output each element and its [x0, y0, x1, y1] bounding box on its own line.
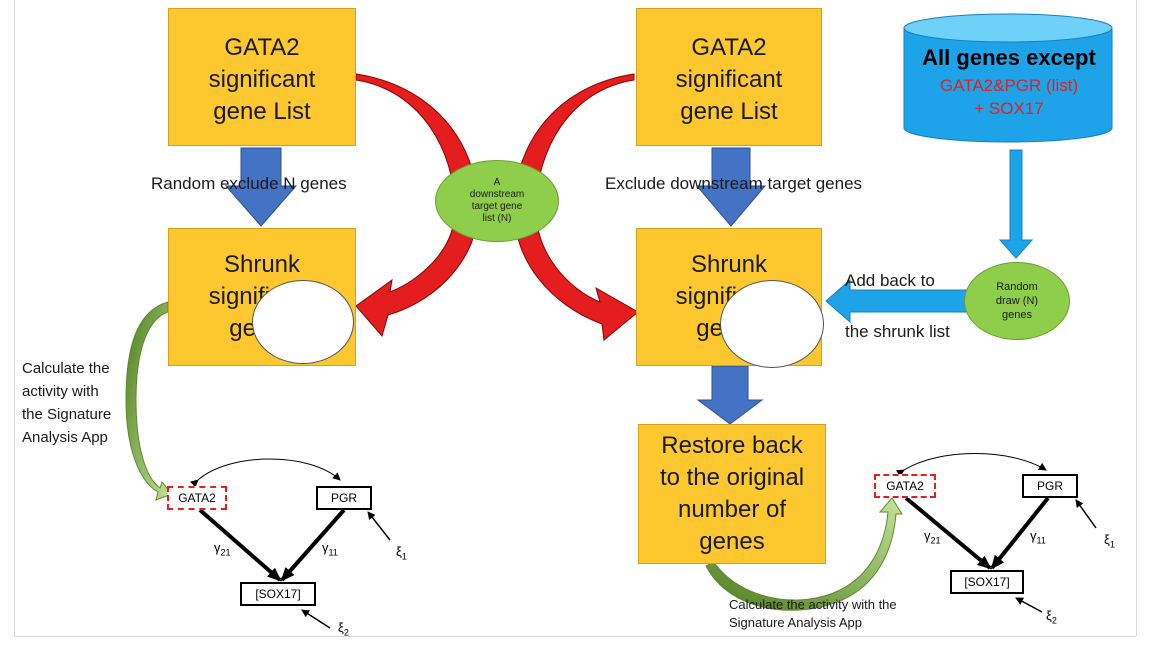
left-gamma11: γ11 [322, 540, 338, 558]
left-top-box: GATA2 significant gene List [168, 8, 356, 146]
left-step-label: Random exclude N genes [151, 174, 347, 193]
left-node-sox17: [SOX17] [240, 582, 316, 606]
database-cylinder [903, 13, 1113, 143]
frame-left-line [14, 0, 15, 636]
right-xi2: ξ2 [1046, 608, 1057, 626]
right-model-gata2-arrow [904, 496, 992, 570]
frame-bottom-line [14, 636, 1136, 637]
right-gamma21: γ21 [924, 528, 941, 546]
left-calc-note: Calculate the activity with the Signatur… [22, 360, 112, 446]
restore-box: Restore back to the original number of g… [638, 424, 826, 564]
right-model-xi1-arrow [1075, 499, 1097, 529]
left-xi1: ξ1 [396, 544, 407, 562]
right-xi1: ξ1 [1104, 532, 1115, 550]
light-blue-arrow-left [825, 278, 967, 324]
right-step-label: Exclude downstream target genes [605, 174, 863, 193]
add-back-top-label: Add back to [845, 271, 935, 290]
green-arrow-right [705, 497, 903, 611]
red-arrow-right [513, 73, 639, 341]
right-node-pgr: PGR [1022, 474, 1078, 498]
database-line2: + SOX17 [974, 99, 1044, 118]
right-top-box: GATA2 significant gene List [636, 8, 822, 146]
right-shrunk-hole [720, 280, 824, 368]
left-node-gata2: GATA2 [167, 486, 227, 510]
red-arrow-left [355, 73, 479, 338]
left-model-xi2-arrow [301, 609, 331, 629]
right-calc-note: Calculate the activity with the Signatur… [729, 597, 897, 630]
downstream-target-ellipse: A downstream target gene list (N) [435, 160, 559, 242]
random-draw-ellipse: Random draw (N) genes [964, 262, 1070, 340]
light-blue-arrow-down [998, 149, 1034, 259]
left-node-pgr: PGR [316, 486, 372, 510]
database-label: All genes except GATA2&PGR (list) + SOX1… [905, 42, 1113, 120]
left-shrunk-hole [252, 280, 354, 364]
green-arrow-left [125, 301, 173, 501]
left-gamma21: γ21 [214, 540, 231, 558]
frame-right-line [1136, 0, 1137, 636]
left-model-xi1-arrow [367, 511, 391, 541]
right-node-sox17: [SOX17] [950, 570, 1024, 594]
database-line1: GATA2&PGR (list) [939, 76, 1079, 95]
left-model-gata2-arrow [198, 508, 282, 582]
blue-arrow-restore [696, 365, 764, 425]
right-gamma11: γ11 [1030, 528, 1046, 546]
right-model-pgr-arrow [990, 496, 1050, 570]
right-node-gata2: GATA2 [874, 474, 936, 498]
right-model-xi2-arrow [1015, 597, 1043, 613]
left-model-curve-arrow [190, 458, 341, 488]
left-model-pgr-arrow [280, 508, 346, 582]
add-back-bottom-label: the shrunk list [845, 322, 950, 341]
left-xi2: ξ2 [338, 620, 349, 638]
blue-arrow-left [224, 147, 298, 227]
right-model-curve-arrow [895, 453, 1047, 478]
database-title: All genes except [922, 45, 1096, 70]
blue-arrow-right [695, 147, 767, 227]
